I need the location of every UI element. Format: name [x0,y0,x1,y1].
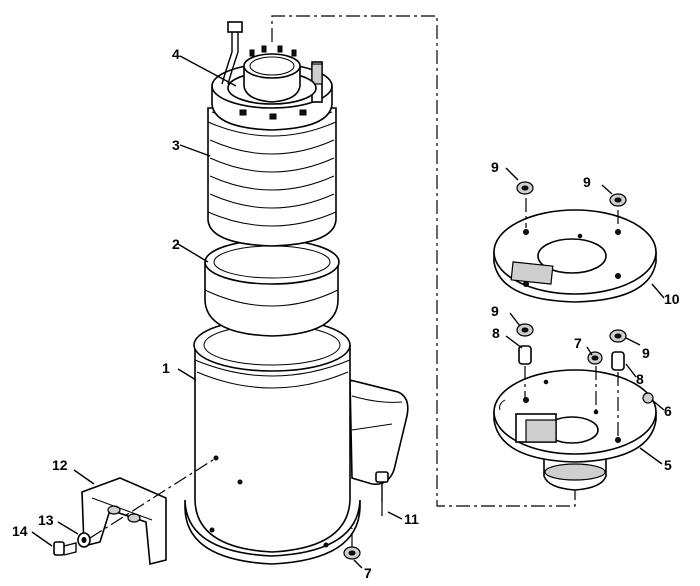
callout-5: 5 [664,457,672,473]
callout-13: 13 [38,512,54,528]
callout-1: 1 [162,360,170,376]
part-5-bowl [493,369,657,491]
part-12-bracket [81,477,167,566]
part-7-nut-upper [587,351,603,365]
part-7-nut-lower [343,546,361,560]
callout-9-mid-right: 9 [642,345,650,361]
callout-4: 4 [172,46,180,62]
callout-9-top-left: 9 [491,159,499,175]
part-14-bolt [53,541,77,556]
callout-2: 2 [172,236,180,252]
callout-11: 11 [404,511,419,527]
callout-9-mid-left: 9 [491,303,499,319]
part-4-outlet [227,45,317,105]
callout-3: 3 [172,137,180,153]
callout-8-right: 8 [636,371,644,387]
callout-7-lower: 7 [364,565,372,581]
callout-10: 10 [664,291,680,307]
part-6-fastener [642,392,654,404]
part-13-washer [77,532,91,548]
part-9-nut-top-left [516,181,534,195]
part-2-ring [204,239,340,337]
callout-14: 14 [12,523,28,539]
callout-7-upper: 7 [574,335,582,351]
callout-12: 12 [52,457,68,473]
part-10-lid [493,209,657,303]
part-9-nut-mid-right [609,329,627,343]
part-9-nut-top-right [609,193,627,207]
part-8-spacer-right [611,351,625,371]
callout-6: 6 [664,403,672,419]
part-8-spacer-left [518,345,532,365]
connection-dash-line [271,15,576,507]
part-11-screw [375,471,389,502]
part-1-housing [184,318,409,565]
callout-9-top-right: 9 [583,174,591,190]
callout-8-left: 8 [492,325,500,341]
part-9-nut-mid-left [516,323,534,337]
